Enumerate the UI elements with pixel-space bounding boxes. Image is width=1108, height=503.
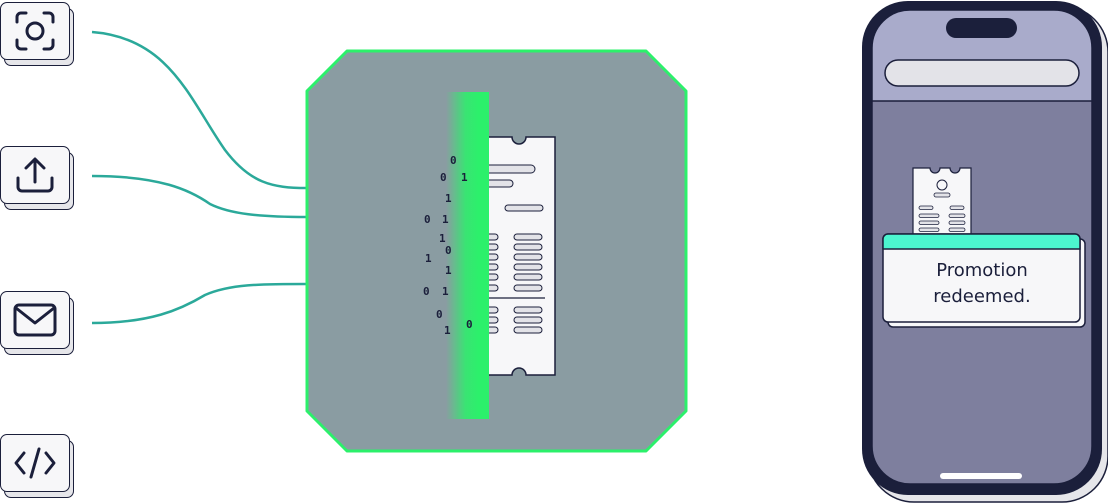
phone-notch: [946, 18, 1017, 38]
binary-digit: 0: [466, 318, 473, 331]
binary-digit: 0: [445, 244, 452, 257]
upload-icon: [16, 157, 54, 193]
binary-digit: 1: [425, 252, 432, 265]
mini-receipt-icon: [912, 167, 972, 246]
wire-email: [91, 282, 308, 325]
camera-scan-icon: [15, 11, 55, 51]
binary-digit: 1: [442, 285, 449, 298]
binary-digit: 0: [440, 171, 447, 184]
code-source-button[interactable]: [0, 434, 74, 498]
scan-beam: [446, 92, 489, 419]
phone-address-bar[interactable]: [884, 59, 1080, 87]
binary-digit: 1: [445, 192, 452, 205]
email-source-button[interactable]: [0, 291, 74, 355]
email-icon: [13, 303, 57, 337]
wire-camera: [91, 30, 308, 190]
binary-digit: 1: [439, 232, 446, 245]
notification-message: Promotion redeemed.: [884, 258, 1080, 310]
upload-source-button[interactable]: [0, 146, 74, 210]
wire-upload: [91, 174, 308, 219]
binary-digit: 0: [423, 285, 430, 298]
camera-source-button[interactable]: [0, 2, 74, 66]
binary-digit: 0: [424, 213, 431, 226]
binary-digit: 0: [450, 154, 457, 167]
binary-digit: 1: [445, 264, 452, 277]
notification-line-2: redeemed.: [933, 286, 1031, 307]
home-indicator: [940, 473, 1022, 479]
binary-digit: 0: [436, 308, 443, 321]
code-icon: [14, 447, 56, 479]
binary-digit: 1: [442, 213, 449, 226]
notification-line-1: Promotion: [936, 260, 1028, 281]
promotion-notification: [882, 233, 1086, 328]
binary-digit: 1: [461, 171, 468, 184]
binary-digit: 1: [444, 324, 451, 337]
